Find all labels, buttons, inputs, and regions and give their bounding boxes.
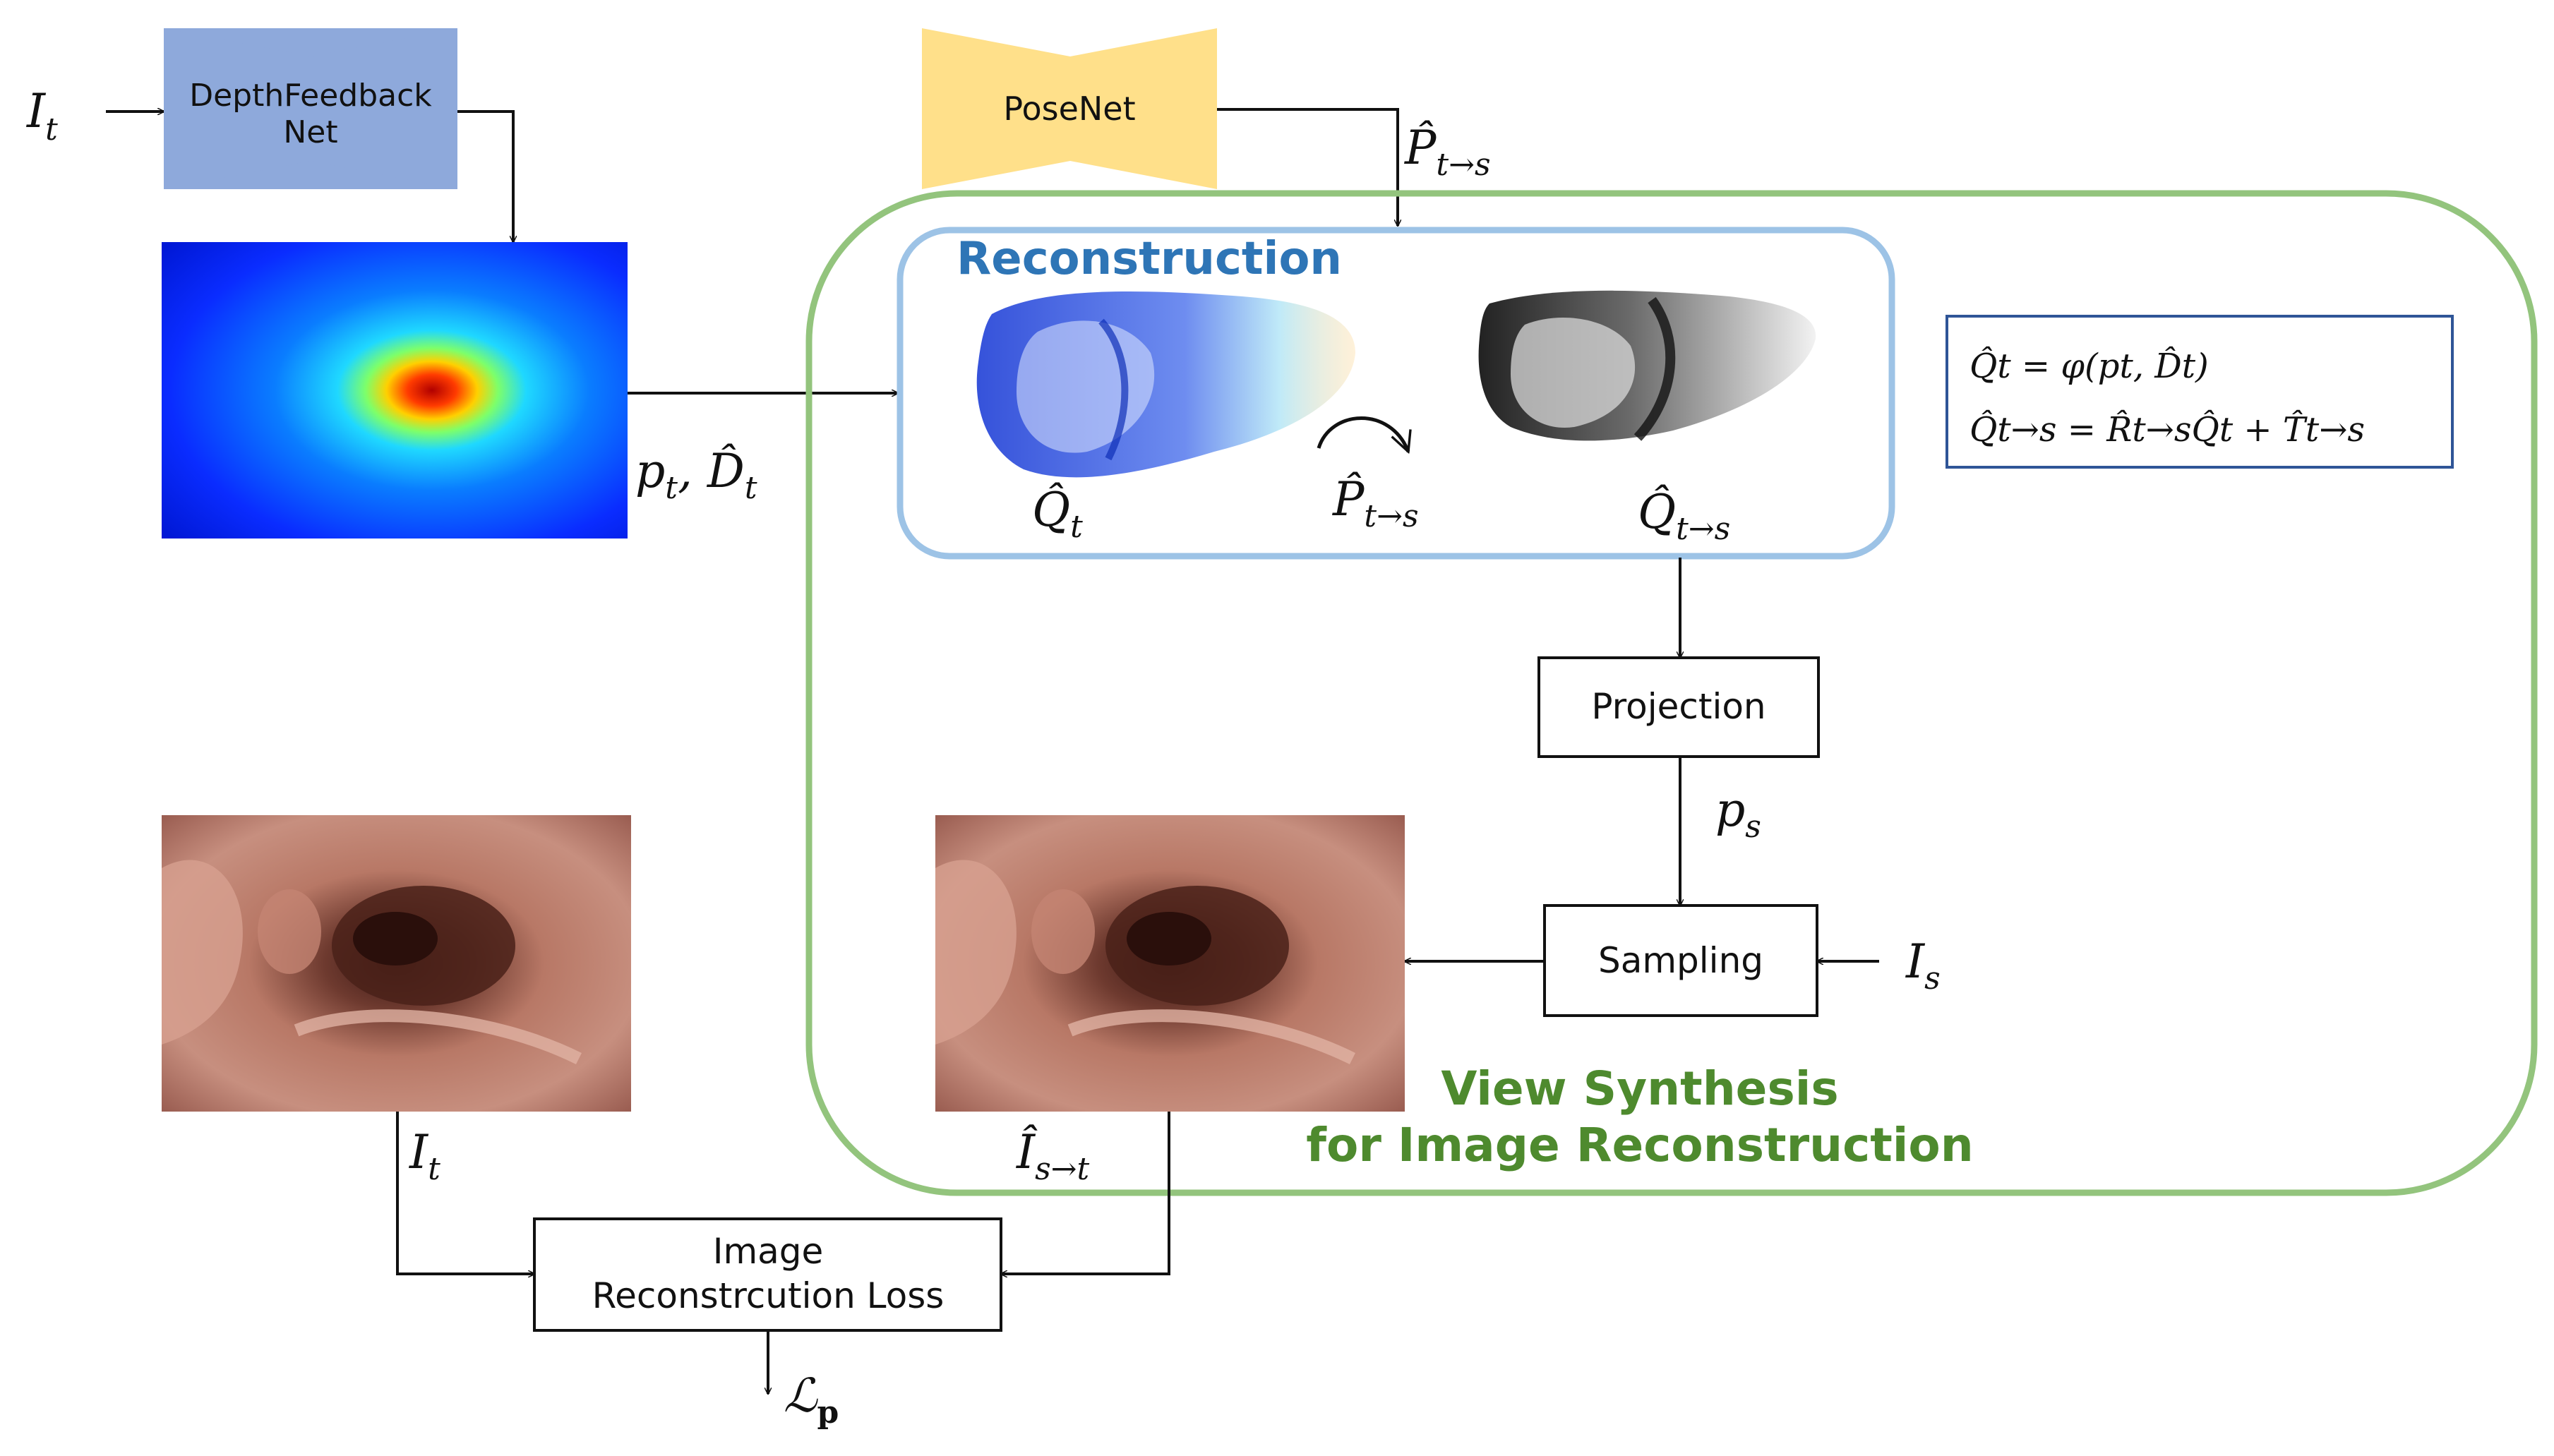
sampling-block — [1543, 904, 1818, 1017]
q-t-label: Q̂t — [1032, 483, 1083, 545]
reconstruction-title: Reconstruction — [957, 233, 1342, 285]
depth-map-image — [162, 242, 628, 539]
posenet-to-reconstruction-arrow — [1217, 108, 1398, 226]
point-cloud-transformed — [1478, 290, 1816, 441]
synthesized-image-is-to-t — [935, 815, 1405, 1112]
sampling-label: Sampling — [1598, 940, 1763, 981]
depthfeedback-net-shape — [164, 28, 457, 189]
point-cloud-colored — [976, 291, 1355, 478]
is-input-label: Is — [1905, 934, 1941, 997]
loss-label-2: Reconstrcution Loss — [592, 1275, 945, 1316]
projection-block — [1537, 656, 1820, 758]
ps-label: ps — [1715, 783, 1761, 845]
view-synthesis-title-2: for Image Reconstruction — [1306, 1118, 1973, 1172]
depthfeedback-net-label: DepthFeedback — [189, 78, 432, 114]
posenet-label: PoseNet — [1003, 90, 1135, 128]
it-input-label: It — [26, 84, 58, 148]
view-synthesis-container — [805, 190, 2538, 1196]
rotation-arrow — [1317, 416, 1408, 452]
formula-line-2: Q̂t→s = R̂t→sQ̂t + T̂t→s — [1970, 409, 2365, 450]
projection-label: Projection — [1591, 686, 1765, 727]
loss-output-label: ℒp — [784, 1368, 839, 1431]
pose-output-label: P̂t→s — [1404, 121, 1491, 183]
depthnet-to-depthmap-arrow — [457, 110, 513, 242]
q-ts-label: Q̂t→s — [1638, 485, 1730, 547]
it-to-loss-arrow — [396, 1112, 534, 1274]
target-image-it — [162, 815, 631, 1112]
formula-line-1: Q̂t = φ(pt, D̂t) — [1970, 345, 2209, 386]
synth-to-loss-arrow — [1001, 1112, 1170, 1274]
p-ts-label: P̂t→s — [1332, 472, 1419, 534]
depth-output-label: pt, D̂t — [635, 444, 757, 506]
depthfeedback-net-label-2: Net — [283, 114, 337, 150]
view-synthesis-title-1: View Synthesis — [1441, 1061, 1838, 1116]
formula-box — [1946, 315, 2454, 469]
loss-label-1: Image — [713, 1231, 824, 1272]
is-to-t-label: Îs→t — [1016, 1125, 1090, 1187]
posenet-block — [922, 28, 1217, 189]
it-bottom-label: It — [409, 1125, 440, 1187]
